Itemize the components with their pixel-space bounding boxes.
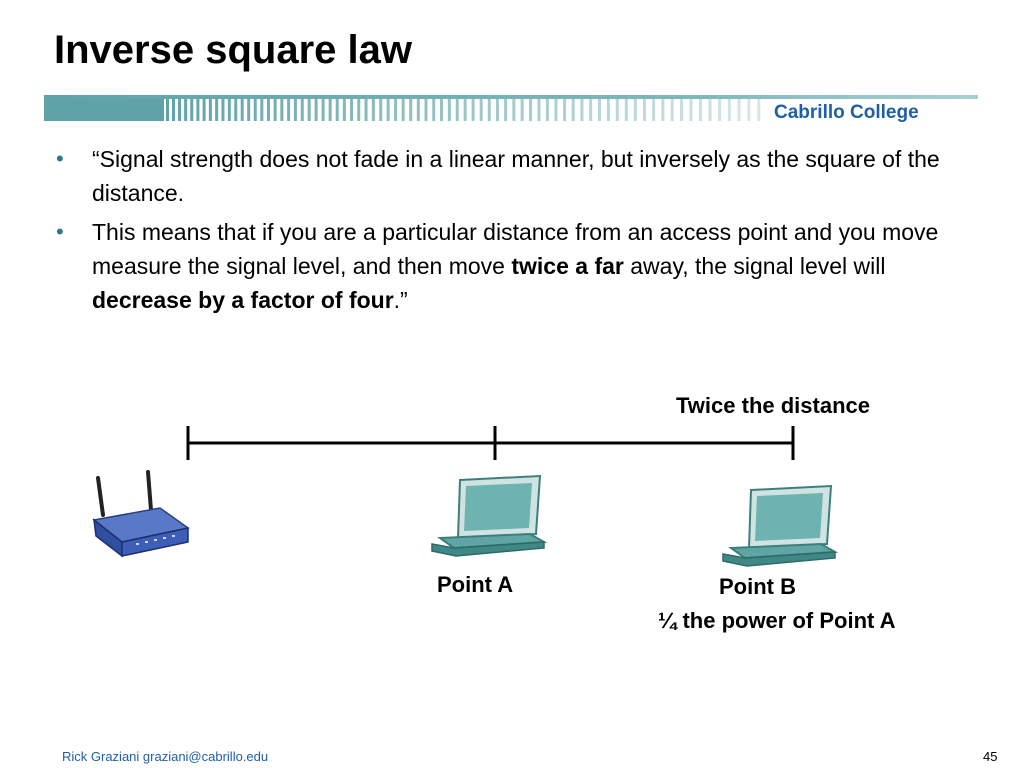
bullet-text: .” [393,287,408,313]
slide-title: Inverse square law [54,28,412,72]
point-b-power-label: ¼ the power of Point A [658,608,896,633]
bullet-list: • “Signal strength does not fade in a li… [56,142,976,322]
bullet-item: • This means that if you are a particula… [56,215,976,317]
distance-line [186,426,795,460]
footer-author: Rick Graziani graziani@cabrillo.edu [62,749,269,764]
point-b-label: Point B [719,574,796,599]
bullet-text: away, the signal level will [623,253,886,279]
distance-label: Twice the distance [676,393,870,418]
bullet-icon: • [56,219,64,244]
college-logo-text: Cabrillo College [774,102,919,123]
bullet-item: • “Signal strength does not fade in a li… [56,142,976,210]
bullet-text: This means that if you are a particular … [92,219,939,279]
wireless-router-icon [92,470,190,558]
page-number: 45 [983,749,998,764]
bullet-emphasis: decrease by a factor of four [92,287,394,313]
point-a-label: Point A [437,572,514,597]
laptop-icon [431,474,548,557]
bullet-text: “Signal strength does not fade in a line… [92,146,940,206]
bullet-emphasis: twice a far [511,253,624,279]
header-banner [44,95,978,121]
laptop-icon [722,484,839,567]
bullet-icon: • [56,146,64,171]
